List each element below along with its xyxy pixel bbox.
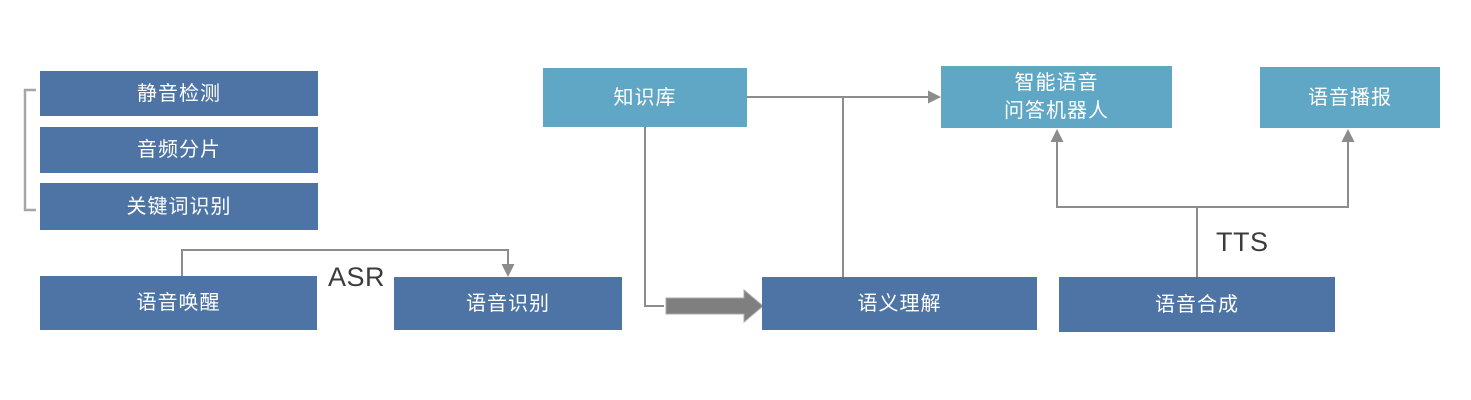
node-label-line1: 智能语音: [1014, 72, 1099, 94]
preprocess-group-bracket: [23, 88, 36, 212]
node-silence-detection: 静音检测: [40, 71, 318, 116]
line-kb-stem: [644, 127, 664, 307]
node-knowledge-base: 知识库: [543, 68, 747, 127]
arrow-wakeup-to-recognition-line: [181, 249, 509, 276]
node-label: 语义理解: [857, 292, 942, 315]
arrow-up-to-robot-icon: [1050, 129, 1064, 142]
node-qa-robot: 智能语音 问答机器人: [941, 66, 1172, 128]
line-tts-split: [1056, 141, 1349, 208]
arrow-down-icon: [501, 264, 515, 277]
arrow-right-icon: [928, 90, 941, 104]
node-voice-wakeup: 语音唤醒: [40, 276, 317, 330]
node-label: 语音播报: [1308, 86, 1392, 109]
node-semantic-understanding: 语义理解: [762, 277, 1037, 330]
node-label: 语音唤醒: [136, 292, 221, 314]
asr-edge-label: ASR: [328, 262, 386, 292]
node-voice-broadcast: 语音播报: [1260, 67, 1440, 128]
node-label: 关键词识别: [126, 195, 232, 218]
node-keyword-recognition: 关键词识别: [40, 183, 318, 230]
tts-edge-label: TTS: [1216, 227, 1269, 257]
node-label: 静音检测: [137, 82, 221, 105]
node-label: 音频分片: [137, 139, 221, 161]
node-speech-synthesis: 语音合成: [1059, 277, 1335, 332]
node-label: 语音识别: [466, 292, 550, 315]
node-label: 知识库: [613, 86, 677, 109]
arrow-up-to-broadcast-icon: [1341, 129, 1355, 142]
thick-arrow-right-icon: [665, 288, 764, 324]
node-label: 语音合成: [1155, 293, 1239, 316]
node-speech-recognition: 语音识别: [394, 277, 622, 330]
node-audio-slicing: 音频分片: [40, 127, 318, 173]
node-label-line2: 问答机器人: [1004, 100, 1109, 122]
